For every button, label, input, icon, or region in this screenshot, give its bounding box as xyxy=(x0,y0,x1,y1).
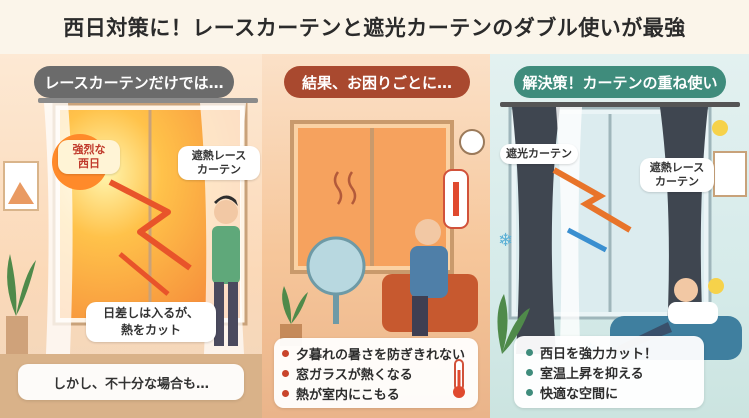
bullet-dot xyxy=(282,349,289,357)
list-item: 西日を強力カット！ xyxy=(526,342,692,362)
svg-text:❄: ❄ xyxy=(498,230,513,251)
solution-list: 西日を強力カット！ 室温上昇を抑える 快適な空間に xyxy=(514,336,704,408)
list-item: 室温上昇を抑える xyxy=(526,362,692,382)
thermometer-icon xyxy=(453,359,465,398)
list-item: 熱が室内にこもる xyxy=(282,383,470,403)
page-title: 西日対策に！レースカーテンと遮光カーテンのダブル使いが最強 xyxy=(0,0,749,54)
list-item: 夕暮れの暑さを防ぎきれない xyxy=(282,343,470,363)
list-item: 快適な空間に xyxy=(526,382,692,402)
panel-lace-only: レースカーテンだけでは… 強烈な 西日 遮熱レース カーテン 日差しは入るが、 … xyxy=(0,54,262,418)
solution-scene: ❄ ❄ xyxy=(497,102,747,360)
bullet-dot xyxy=(282,389,289,397)
heat-lace-label: 遮熱レース カーテン xyxy=(178,146,260,180)
panel-solution: ❄ ❄ 解決策！カーテンの重ね使い 遮光カーテン 遮熱レース カーテン 西日を強… xyxy=(490,54,749,418)
blackout-curtain-label: 遮光カーテン xyxy=(500,144,578,164)
bullet-dot xyxy=(282,369,289,377)
problems-list: 夕暮れの暑さを防ぎきれない 窓ガラスが熱くなる 熱が室内にこもる xyxy=(274,338,478,408)
lace-footer: しかし、不十分な場合も… xyxy=(18,364,244,400)
lace-only-heading: レースカーテンだけでは… xyxy=(34,66,234,98)
solution-heading: 解決策！カーテンの重ね使い xyxy=(514,66,726,98)
bullet-dot xyxy=(526,368,533,376)
bullet-dot xyxy=(526,348,533,356)
heat-lace-label-right: 遮熱レース カーテン xyxy=(640,158,714,192)
list-item: 窓ガラスが熱くなる xyxy=(282,363,470,383)
bullet-dot xyxy=(526,388,533,396)
problems-heading: 結果、お困りごとに… xyxy=(284,66,470,98)
strong-sun-label: 強烈な 西日 xyxy=(58,140,120,174)
panel-problems: 結果、お困りごとに… 夕暮れの暑さを防ぎきれない 窓ガラスが熱くなる 熱が室内に… xyxy=(262,54,490,418)
lace-note: 日差しは入るが、 熱をカット xyxy=(86,302,216,342)
